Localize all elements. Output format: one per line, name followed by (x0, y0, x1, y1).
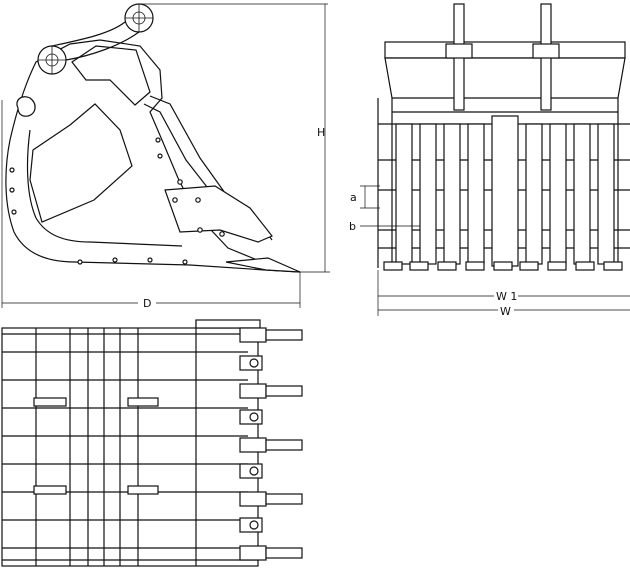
side-view: H D (1, 3, 330, 310)
width-label: W (500, 305, 511, 318)
front-view: a b W 1 W (349, 3, 630, 318)
tine-width-label: b (349, 220, 356, 233)
front-view-tines (395, 115, 615, 267)
depth-label: D (143, 297, 151, 310)
tine-spacing-label: a (350, 191, 357, 204)
top-view-teeth (239, 327, 303, 561)
top-view (1, 319, 303, 567)
front-view-teeth (383, 261, 623, 271)
inner-width-label: W 1 (496, 290, 517, 303)
height-label: H (317, 126, 325, 139)
side-view-bolts (9, 137, 225, 265)
